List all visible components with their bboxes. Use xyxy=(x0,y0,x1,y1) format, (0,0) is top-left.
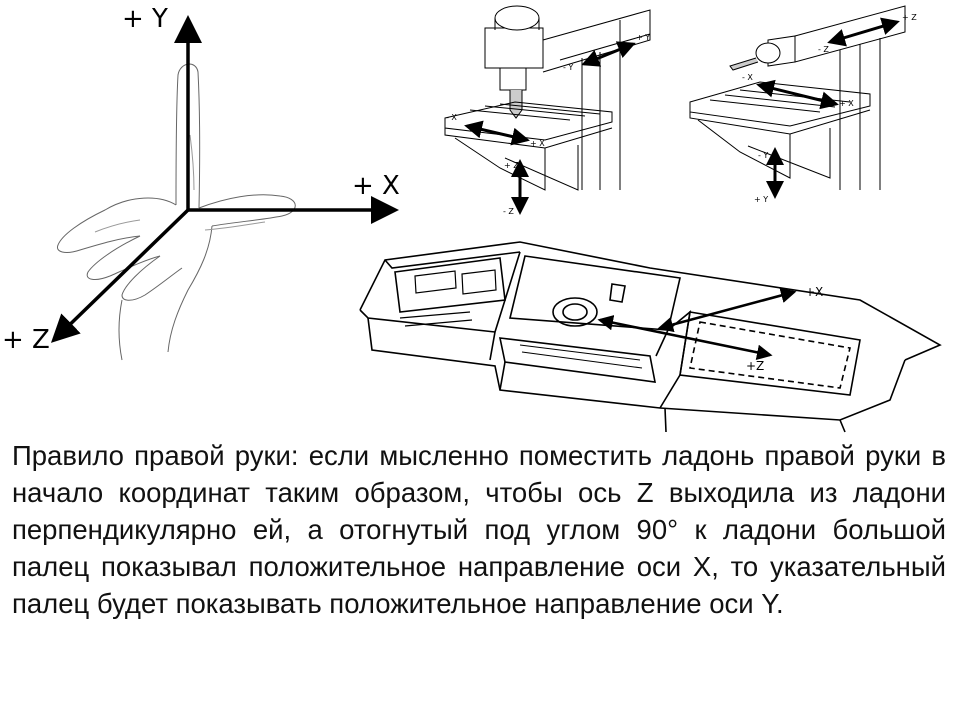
vmill-label-minus-x: - X xyxy=(446,113,457,122)
axis-label-y: + Y xyxy=(122,4,168,34)
vmill-label-plus-y: + Y xyxy=(636,33,650,42)
vmill-label-minus-z: - Z xyxy=(503,207,514,216)
vertical-mill-arrows xyxy=(464,41,636,215)
hmill-label-plus-x: + X xyxy=(839,99,854,108)
rule-caption: Правило правой руки: если мысленно помес… xyxy=(12,440,946,619)
hmill-label-minus-x: - X xyxy=(742,73,753,82)
vmill-label-minus-y: - Y xyxy=(563,63,573,72)
axis-label-z: + Z xyxy=(2,325,50,355)
lathe-axes xyxy=(597,287,797,361)
vmill-label-plus-x: + X xyxy=(530,139,545,148)
lathe-drawing xyxy=(359,241,942,433)
lathe-label-plus-z: +Z xyxy=(746,359,764,373)
hmill-label-minus-z: - Z xyxy=(818,45,829,54)
horizontal-mill-arrows xyxy=(756,17,900,199)
right-hand-diagram: + Y + X + Z xyxy=(2,4,400,361)
hand-axes xyxy=(50,15,399,343)
hmill-label-minus-y: - Y xyxy=(758,151,768,160)
axis-label-x: + X xyxy=(352,171,400,201)
hmill-label-plus-y: + Y xyxy=(754,195,768,204)
vmill-label-plus-z: + Z xyxy=(504,161,519,170)
illustration: + Y + X + Z + Y - Y - X + X + Z - Z xyxy=(2,4,942,433)
hand-sketch xyxy=(56,63,296,361)
hmill-label-plus-z: + Z xyxy=(902,13,917,22)
lathe-label-plus-x: +X xyxy=(805,285,823,299)
vertical-mill-drawing xyxy=(444,5,651,191)
horizontal-mill-drawing xyxy=(689,5,906,190)
